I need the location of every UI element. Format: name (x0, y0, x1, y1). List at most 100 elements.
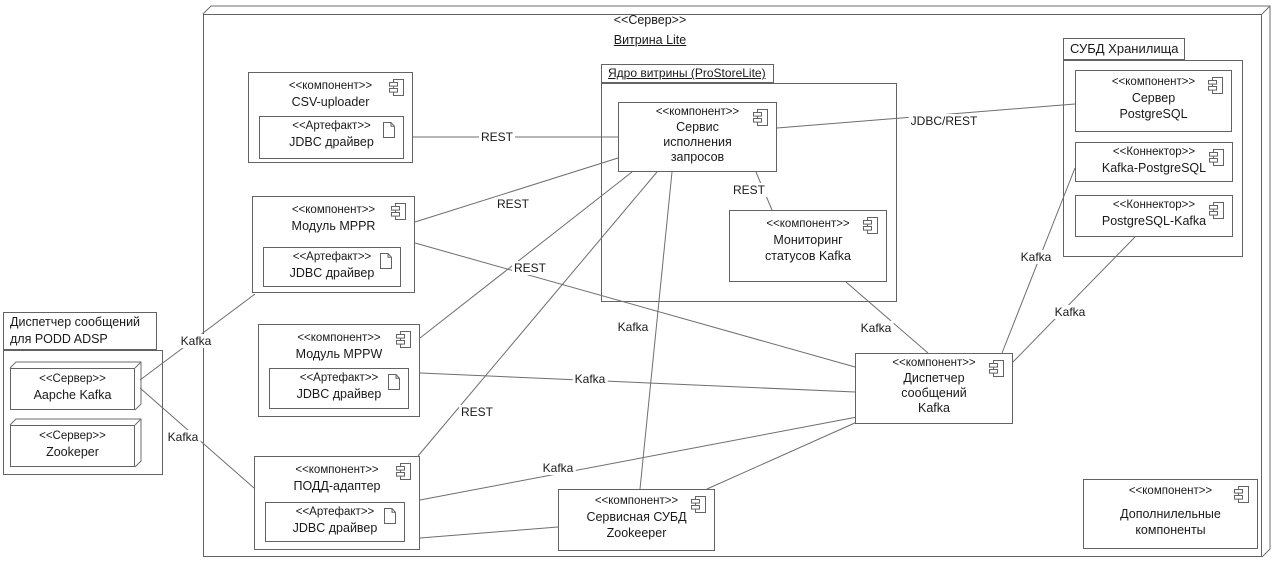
component-icon (1207, 76, 1224, 95)
node-name: Zookeper (46, 445, 99, 459)
artifact-jdbc-driver: <<Артефакт>> JDBC драйвер (265, 502, 405, 542)
package-tab-core: Ядро витрины (ProStoreLite) (601, 64, 774, 83)
component-stereotype: <<компонент>> (297, 332, 381, 344)
edge-label-rest: REST (494, 197, 532, 211)
component-name: ПОДД-адаптер (293, 479, 381, 493)
component-icon (395, 462, 412, 481)
component-additional: <<компонент>> Дополнилельные компоненты (1083, 479, 1258, 549)
package-tab-podd-dispatcher: Диспетчер сообщений для PODD ADSP (3, 312, 157, 350)
component-postgres-server: <<компонент>> Сервер PostgreSQL (1075, 70, 1232, 132)
component-stereotype: <<компонент>> (1128, 485, 1213, 497)
component-stereotype: <<компонент>> (594, 495, 679, 507)
component-stereotype: <<Коннектор>> (1112, 146, 1196, 158)
component-stereotype: <<компонент>> (892, 357, 976, 369)
artifact-name: JDBC драйвер (289, 266, 375, 280)
component-name-line1: Дополнилельные (1120, 507, 1221, 521)
component-name-line2: PostgreSQL (1119, 107, 1188, 121)
edge-label-kafka: Kafka (572, 372, 608, 386)
component-name-line1: Диспетчер (903, 371, 965, 385)
artifact-icon (383, 507, 397, 525)
component-stereotype: <<Коннектор>> (1112, 199, 1196, 211)
component-stereotype: <<компонент>> (291, 204, 376, 216)
component-service-db-zookeeper: <<компонент>> Сервисная СУБД Zookeeper (558, 489, 715, 551)
node-stereotype: <<Сервер>> (39, 373, 106, 385)
component-icon (395, 330, 412, 349)
component-name-line1: Мониторинг (773, 233, 843, 247)
edge-label-kafka: Kafka (165, 430, 201, 444)
edge-label-kafka: Kafka (540, 461, 576, 475)
server-node-3d-bevel (1261, 5, 1271, 15)
artifact-stereotype: <<Артефакт>> (292, 120, 371, 132)
package-title-storage: СУБД Хранилища (1070, 41, 1179, 56)
node-zookeeper: <<Сервер>> Zookeper (10, 425, 135, 467)
component-name-line1: Сервисная СУБД (586, 510, 687, 524)
artifact-icon (387, 373, 401, 391)
component-icon (862, 216, 879, 235)
component-icon (752, 108, 769, 127)
edge-label-jdbc-rest: JDBC/REST (908, 114, 980, 128)
component-name-line2: сообщений (901, 386, 967, 400)
component-icon (388, 78, 405, 97)
artifact-name: JDBC драйвер (292, 521, 378, 535)
package-title-core: Ядро витрины (ProStoreLite) (608, 66, 766, 80)
component-postgres-kafka-connector: <<Коннектор>> PostgreSQL-Kafka (1075, 195, 1233, 237)
component-stereotype: <<компонент>> (288, 80, 373, 92)
component-name-line3: Kafka (918, 401, 950, 415)
artifact-name: JDBC драйвер (289, 135, 374, 149)
component-name-line2: Zookeeper (606, 526, 667, 540)
component-query-service: <<компонент>> Сервис исполнения запросов (618, 102, 777, 172)
component-icon (988, 359, 1005, 378)
package-tab-storage: СУБД Хранилища (1063, 38, 1185, 60)
edge-label-kafka: Kafka (1018, 250, 1054, 264)
package-title-line2: для PODD ADSP (10, 332, 108, 346)
component-stereotype: <<компонент>> (766, 218, 850, 230)
artifact-jdbc-driver: <<Артефакт>> JDBC драйвер (269, 368, 409, 409)
node-apache-kafka: <<Сервер>> Aapche Kafka (10, 368, 135, 410)
component-mppw: <<компонент>> Модуль MPPW <<Артефакт>> J… (258, 324, 420, 417)
edge-label-kafka: Kafka (1052, 305, 1088, 319)
component-stereotype: <<компонент>> (1111, 76, 1196, 88)
component-icon (1208, 201, 1225, 220)
component-kafka-monitoring: <<компонент>> Мониторинг статусов Kafka (729, 210, 887, 282)
component-stereotype: <<компонент>> (295, 464, 379, 476)
edge-label-kafka: Kafka (858, 321, 894, 335)
component-name-line2: компоненты (1135, 523, 1206, 537)
component-name-line1: PostgreSQL-Kafka (1101, 214, 1207, 228)
artifact-stereotype: <<Артефакт>> (295, 506, 375, 518)
component-name-line3: запросов (670, 150, 725, 164)
artifact-name: JDBC драйвер (296, 387, 382, 401)
component-kafka-dispatcher: <<компонент>> Диспетчер сообщений Kafka (855, 353, 1013, 424)
component-stereotype: <<компонент>> (655, 106, 740, 118)
component-podd-adapter: <<компонент>> ПОДД-адаптер <<Артефакт>> … (254, 456, 420, 550)
server-node-stereotype: <<Сервер>> (613, 13, 687, 27)
component-name: Модуль MPPR (291, 219, 376, 233)
artifact-jdbc-driver: <<Артефакт>> JDBC драйвер (259, 116, 404, 159)
edge-label-rest: REST (478, 130, 516, 144)
component-icon (1208, 148, 1225, 167)
component-icon (1233, 485, 1250, 504)
component-name-line1: Kafka-PostgreSQL (1101, 161, 1207, 175)
component-name-line1: Сервис (676, 120, 719, 134)
edge-label-kafka: Kafka (178, 334, 214, 348)
node-stereotype: <<Сервер>> (39, 430, 106, 442)
edge-label-rest: REST (511, 261, 549, 275)
edge-label-kafka: Kafka (615, 320, 651, 334)
server-node-title: <<Сервер>> Витрина Lite (560, 10, 740, 50)
edge-label-rest: REST (458, 405, 496, 419)
component-name-line1: Сервер (1131, 91, 1176, 105)
component-icon (690, 495, 707, 514)
component-name-line2: статусов Kafka (765, 249, 851, 263)
package-title-line1: Диспетчер сообщений (10, 315, 141, 329)
artifact-stereotype: <<Артефакт>> (292, 251, 372, 263)
component-mppr: <<компонент>> Модуль MPPR <<Артефакт>> J… (252, 196, 415, 293)
component-kafka-postgres-connector: <<Коннектор>> Kafka-PostgreSQL (1075, 142, 1233, 182)
component-name-line2: исполнения (663, 135, 732, 149)
component-name: CSV-uploader (291, 95, 370, 109)
artifact-jdbc-driver: <<Артефакт>> JDBC драйвер (263, 247, 401, 287)
component-name: Модуль MPPW (295, 347, 383, 361)
node-name: Aapche Kafka (33, 388, 112, 402)
component-csv-uploader: <<компонент>> CSV-uploader <<Артефакт>> … (248, 72, 413, 163)
edge-label-rest: REST (730, 183, 768, 197)
artifact-icon (382, 121, 396, 139)
